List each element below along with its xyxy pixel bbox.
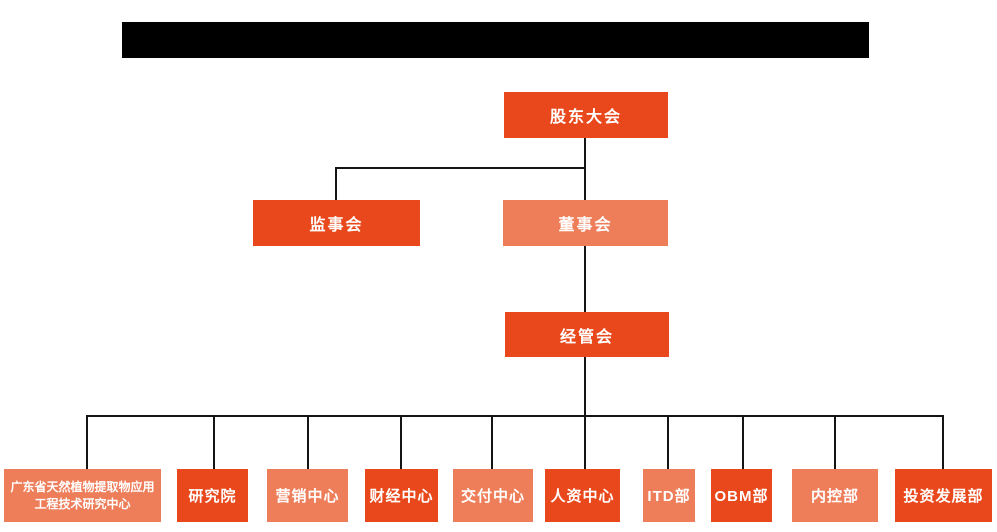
org-node-gd-plant-extract-research-center: 广东省天然植物提取物应用工程技术研究中心 bbox=[4, 469, 161, 522]
org-node-supervisory-board: 监事会 bbox=[253, 200, 420, 246]
connector-line bbox=[335, 167, 586, 169]
org-node-shareholders-meeting: 股东大会 bbox=[504, 92, 668, 138]
connector-line bbox=[834, 415, 836, 469]
connector-line bbox=[86, 415, 944, 417]
connector-line bbox=[86, 415, 88, 469]
org-node-board-of-directors: 董事会 bbox=[503, 200, 668, 246]
connector-line bbox=[667, 415, 669, 469]
org-node-itd-dept: ITD部 bbox=[643, 469, 695, 522]
org-node-internal-control-dept: 内控部 bbox=[792, 469, 878, 522]
org-node-management-committee: 经管会 bbox=[505, 312, 669, 357]
org-node-marketing-center: 营销中心 bbox=[267, 469, 348, 522]
connector-line bbox=[584, 246, 586, 312]
connector-line bbox=[491, 415, 493, 469]
connector-line bbox=[584, 138, 586, 200]
org-node-investment-development-dept: 投资发展部 bbox=[895, 469, 992, 522]
org-node-finance-center: 财经中心 bbox=[365, 469, 438, 522]
connector-line bbox=[400, 415, 402, 469]
redacted-title-bar bbox=[122, 22, 869, 58]
connector-line bbox=[742, 415, 744, 469]
org-node-research-institute: 研究院 bbox=[177, 469, 248, 522]
connector-line bbox=[942, 415, 944, 469]
org-node-delivery-center: 交付中心 bbox=[453, 469, 533, 522]
connector-line bbox=[335, 167, 337, 200]
org-node-hr-center: 人资中心 bbox=[545, 469, 620, 522]
connector-line bbox=[584, 357, 586, 469]
org-node-obm-dept: OBM部 bbox=[711, 469, 772, 522]
connector-line bbox=[213, 415, 215, 469]
connector-line bbox=[307, 415, 309, 469]
